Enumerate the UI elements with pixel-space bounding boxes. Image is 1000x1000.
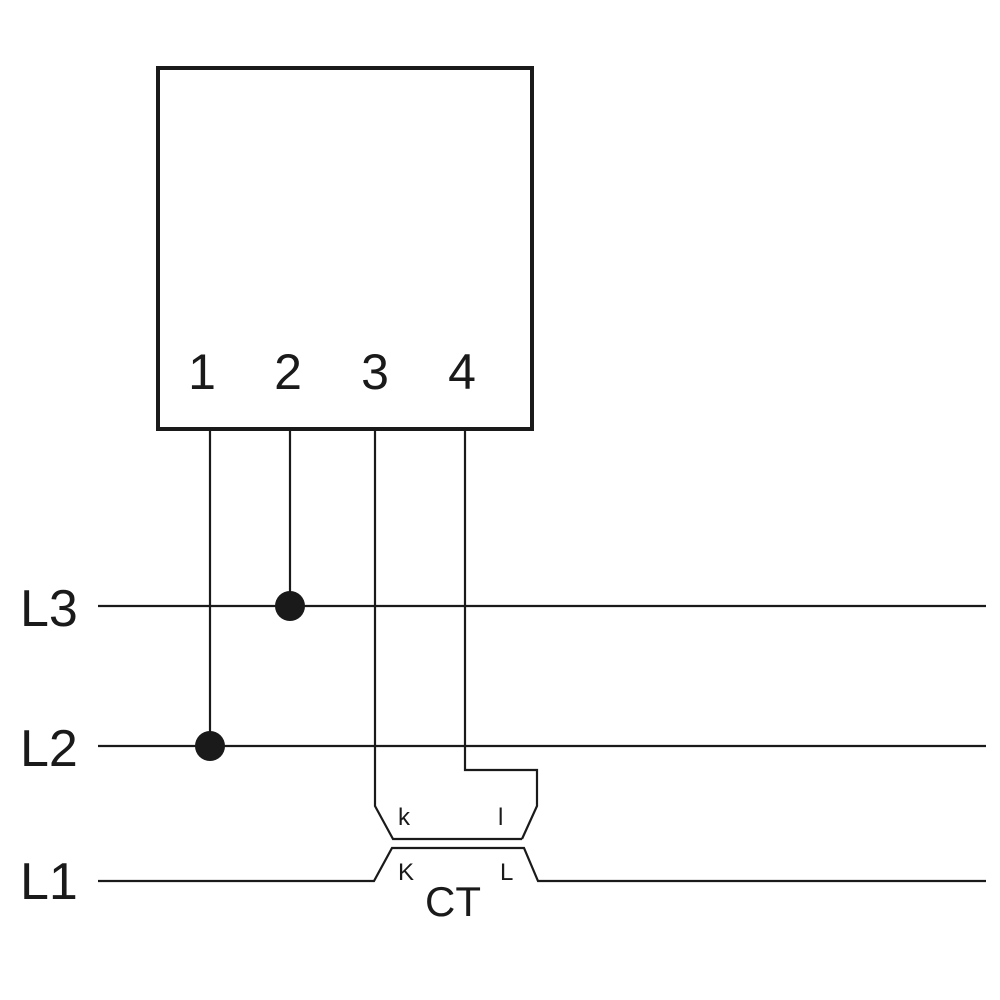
- ct-primary-k-label: K: [398, 859, 414, 886]
- label-l1: L1: [20, 853, 78, 911]
- wire-terminal-3: [373, 429, 522, 841]
- terminal-2-label: 2: [274, 344, 302, 400]
- label-l3: L3: [20, 580, 78, 638]
- terminal-4-label: 4: [448, 344, 476, 400]
- ct-secondary-k-label: k: [398, 804, 411, 831]
- device-box: [156, 66, 534, 431]
- junction-dot-l3: [275, 591, 305, 621]
- terminal-1-label: 1: [188, 344, 216, 400]
- ct-label: CT: [425, 878, 481, 925]
- terminal-3-label: 3: [361, 344, 389, 400]
- junction-dot-l2: [195, 731, 225, 761]
- label-l2: L2: [20, 720, 78, 778]
- wire-terminal-4: [463, 429, 539, 840]
- ct-secondary-l-label: l: [498, 804, 503, 831]
- line-l1: [98, 846, 986, 883]
- ct-primary-l-label: L: [500, 859, 513, 886]
